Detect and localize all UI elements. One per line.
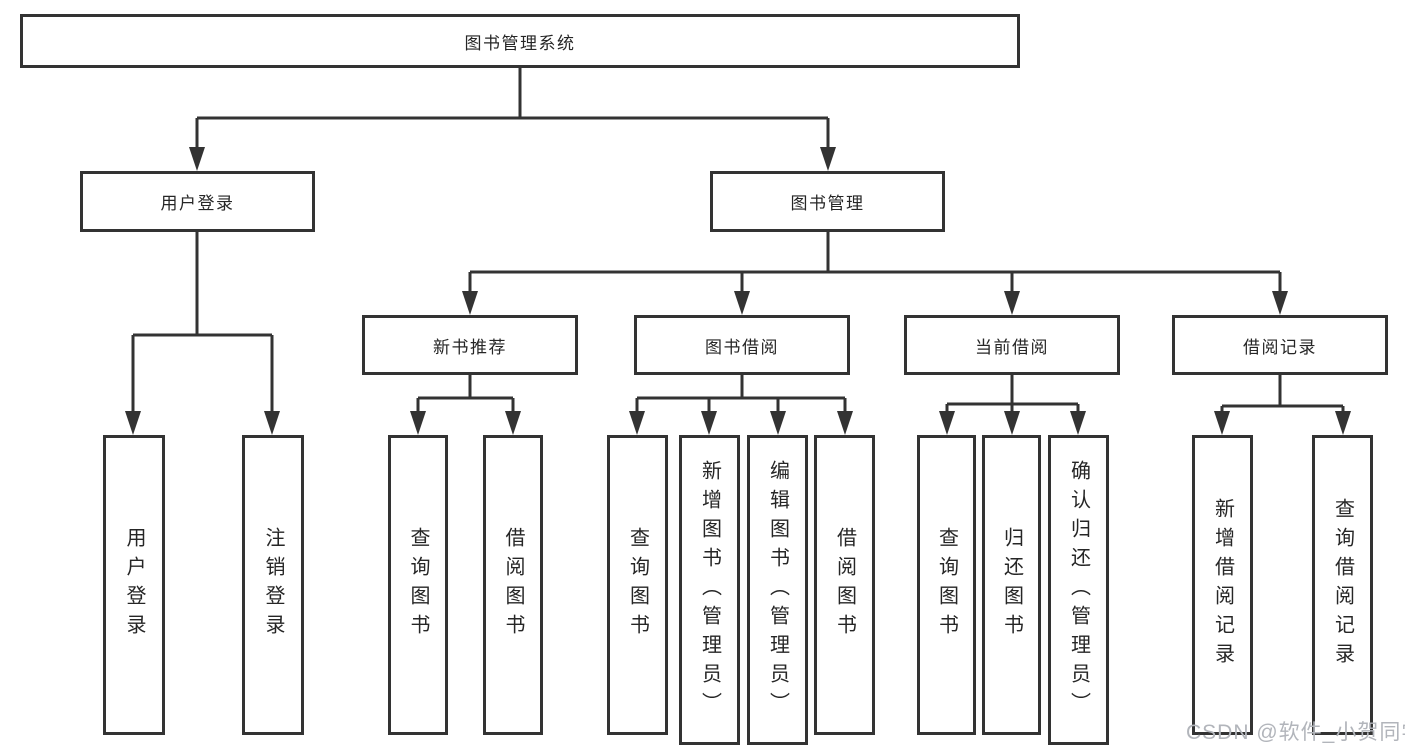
leaf-label: 用户登录: [123, 527, 145, 643]
node-label: 用户登录: [160, 194, 235, 213]
node-label: 借阅记录: [1243, 337, 1317, 357]
node-book-borrow: 图书借阅: [634, 315, 850, 375]
csdn-watermark: CSDN @软件_小贺同学: [1186, 721, 1405, 744]
leaf-query-books-3: 查询图书: [917, 435, 976, 735]
node-new-book-recommend: 新书推荐: [362, 315, 578, 375]
node-book-management: 图书管理: [710, 171, 945, 232]
leaf-user-login: 用户登录: [103, 435, 165, 735]
leaf-label: 归还图书: [1000, 527, 1023, 643]
node-label: 当前借阅: [975, 337, 1049, 357]
leaf-add-borrow-record: 新增借阅记录: [1192, 435, 1253, 735]
leaf-label: 查询图书: [407, 527, 429, 643]
leaf-return-books: 归还图书: [982, 435, 1041, 735]
leaf-label: 查询图书: [626, 527, 649, 643]
leaf-logout: 注销登录: [242, 435, 304, 735]
node-current-borrow: 当前借阅: [904, 315, 1120, 375]
leaf-add-books-admin: 新增图书（管理员）: [679, 435, 740, 745]
leaf-borrow-books-2: 借阅图书: [814, 435, 875, 735]
leaf-label: 新增图书（管理员）: [698, 459, 721, 721]
leaf-label: 查询借阅记录: [1331, 498, 1354, 672]
leaf-label: 借阅图书: [502, 527, 524, 643]
leaf-query-borrow-record: 查询借阅记录: [1312, 435, 1373, 735]
node-label: 图书管理: [790, 194, 865, 213]
node-label: 图书借阅: [705, 337, 779, 357]
leaf-edit-books-admin: 编辑图书（管理员）: [747, 435, 808, 745]
leaf-label: 借阅图书: [833, 527, 856, 643]
leaf-label: 确认归还（管理员）: [1067, 459, 1090, 721]
node-label: 新书推荐: [433, 337, 507, 357]
leaf-label: 新增借阅记录: [1211, 498, 1234, 672]
node-borrow-records: 借阅记录: [1172, 315, 1388, 375]
leaf-query-books-1: 查询图书: [388, 435, 448, 735]
leaf-label: 查询图书: [935, 527, 958, 643]
node-user-login: 用户登录: [80, 171, 315, 232]
leaf-query-books-2: 查询图书: [607, 435, 668, 735]
node-label: 图书管理系统: [464, 33, 576, 53]
leaf-borrow-books-1: 借阅图书: [483, 435, 543, 735]
node-library-system: 图书管理系统: [20, 14, 1020, 68]
leaf-label: 编辑图书（管理员）: [766, 459, 789, 721]
leaf-confirm-return-admin: 确认归还（管理员）: [1048, 435, 1109, 745]
leaf-label: 注销登录: [262, 527, 284, 643]
arrowheads: [125, 147, 1351, 435]
